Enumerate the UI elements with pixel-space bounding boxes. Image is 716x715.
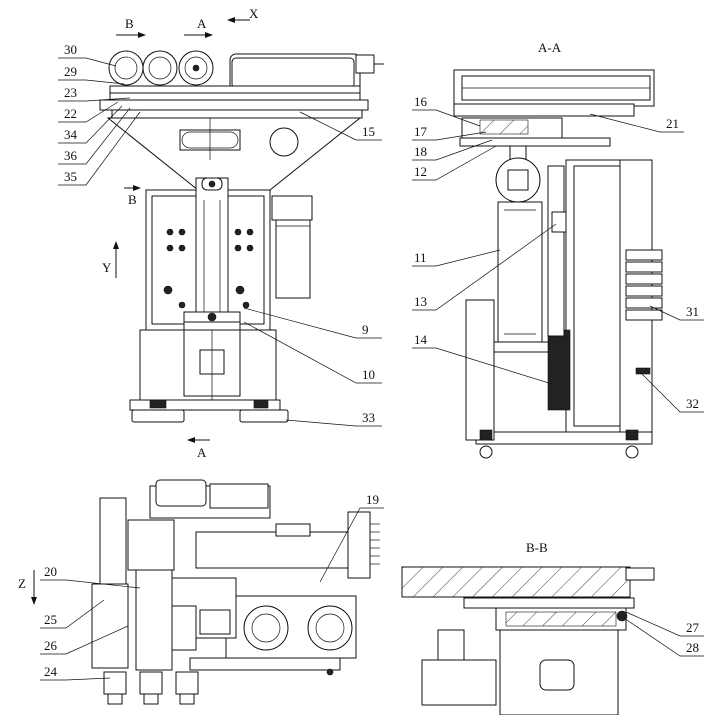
section-mark-b-top: B [116,16,146,38]
part-label: 29 [64,64,77,79]
part-label: 36 [64,148,78,163]
part-label: 16 [414,94,428,109]
section-mark-a-bottom: A [187,437,210,460]
part-label: 22 [64,106,77,121]
part-label: 14 [414,332,428,347]
part-label: 34 [64,127,78,142]
part-label: 9 [362,322,369,337]
connector-ribs [370,523,380,565]
x-axis-indicator: X [227,6,259,23]
part-label: 20 [44,564,57,579]
part-label: 18 [414,144,427,159]
part-label: 24 [44,664,58,679]
section-aa-title: A-A [538,40,562,55]
section-letter-a-top: A [197,16,207,31]
leader-lines [40,57,704,681]
section-letter-a-bottom: A [197,445,207,460]
section-letter-b-top: B [125,16,134,31]
z-axis-label: Z [18,576,26,591]
section-letter-b-left: B [128,192,137,207]
part-label: 17 [414,124,428,139]
part-label: 28 [686,640,699,655]
part-label: 26 [44,638,58,653]
part-label: 27 [686,620,700,635]
section-bb-title: B-B [526,540,548,555]
part-label: 13 [414,294,427,309]
part-number-labels: 30 29 23 22 34 36 35 15 16 17 18 12 21 1… [44,42,700,679]
part-label: 15 [362,124,375,139]
part-label: 30 [64,42,77,57]
section-aa-view: A-A [453,40,663,459]
part-label: 11 [414,250,427,265]
part-label: 10 [362,367,375,382]
y-axis-label: Y [102,260,112,275]
part-label: 35 [64,169,77,184]
side-view: Z [18,479,380,705]
part-label: 25 [44,612,57,627]
part-label: 23 [64,85,77,100]
part-label: 33 [362,410,375,425]
part-label: 32 [686,396,699,411]
part-label: 21 [666,116,679,131]
front-view: B A X [99,6,384,460]
valve-bank [625,249,663,321]
frame-bolt-holes [163,228,254,309]
part-label: 19 [366,492,379,507]
section-bb-view: B-B [401,540,655,715]
part-label: 31 [686,304,699,319]
x-axis-label: X [249,6,259,21]
section-mark-b-left: B [124,185,141,207]
z-axis-indicator: Z [18,570,37,605]
y-axis-indicator: Y [102,241,119,278]
nozzle-group [103,671,199,705]
part-label: 12 [414,164,427,179]
roller-group [108,50,214,86]
section-mark-a-top: A [184,16,213,38]
